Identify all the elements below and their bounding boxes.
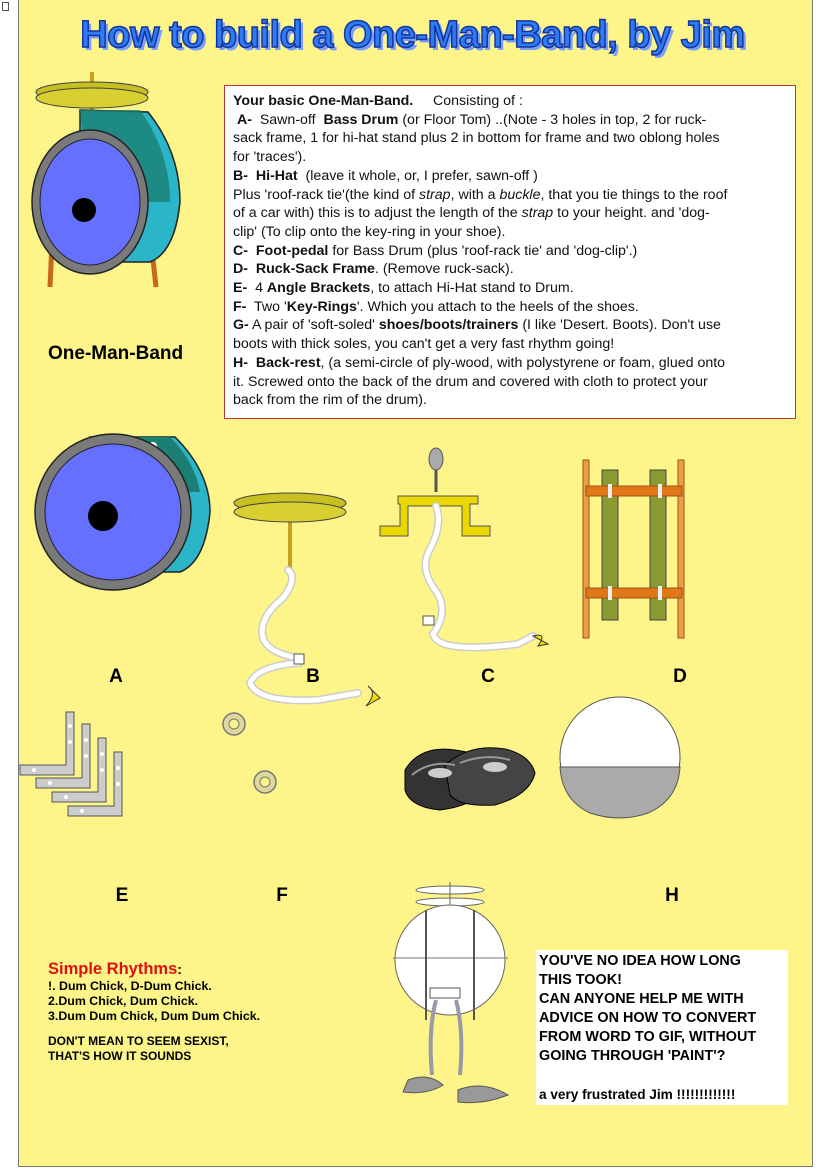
item-b-bold: Hi-Hat <box>255 167 298 184</box>
item-d-letter: D- <box>233 261 248 278</box>
item-f-letter: F- <box>233 298 247 315</box>
shoes-illustration <box>404 747 536 811</box>
rhythm-line-1: !. Dum Chick, D-Dum Chick. <box>48 979 212 993</box>
item-a-line1: (or Floor Tom) ..(Note - 3 holes in top,… <box>402 111 707 128</box>
sexist-note-1: DON'T MEAN TO SEEM SEXIST, <box>48 1034 229 1048</box>
rucksack-frame-illustration <box>582 459 685 639</box>
item-h-line3: back from the rim of the drum). <box>233 392 427 409</box>
description-box: Your basic One-Man-Band. Consisting of :… <box>224 85 796 419</box>
note-line-3: CAN ANYONE HELP ME WITH <box>539 991 744 1007</box>
note-line-1: YOU'VE NO IDEA HOW LONG <box>539 953 741 969</box>
item-f-bold: Key-Rings <box>286 298 357 315</box>
rhythm-line-3: 3.Dum Dum Chick, Dum Dum Chick. <box>48 1009 261 1023</box>
help-note: YOU'VE NO IDEA HOW LONG THIS TOOK! CAN A… <box>536 950 788 1105</box>
item-h-line2: it. Screwed onto the back of the drum an… <box>233 373 708 390</box>
item-e-pre: 4 <box>255 280 263 297</box>
item-b-line2-i1: strap <box>419 186 451 203</box>
item-b-line2-b: , with a <box>450 186 496 203</box>
item-g-bold: shoes/boots/trainers <box>378 317 519 334</box>
note-line-5: FROM WORD TO GIF, WITHOUT <box>539 1029 757 1045</box>
item-h-bold: Back-rest <box>255 354 321 371</box>
page-title: How to build a One-Man-Band, by Jim <box>80 13 746 57</box>
angle-brackets-illustration <box>19 711 123 817</box>
item-b-line4: clip' (To clip onto the key-ring in your… <box>233 223 506 240</box>
item-a-letter: A- <box>236 111 252 128</box>
sexist-note-2: THAT'S HOW IT SOUNDS <box>48 1049 192 1063</box>
item-h-letter: H- <box>233 354 248 371</box>
item-d-bold: Ruck-Sack Frame <box>255 261 375 278</box>
item-h-rest: , (a semi-circle of ply-wood, with polys… <box>320 354 726 371</box>
note-line-6: GOING THROUGH 'PAINT'? <box>539 1048 726 1064</box>
item-b-line3-b: to your height. and 'dog- <box>557 205 710 222</box>
item-b-line3-i: strap <box>521 205 554 222</box>
intro-heading: Your basic One-Man-Band. <box>233 93 414 109</box>
item-e-letter: E- <box>233 280 248 297</box>
item-g-line2: boots with thick soles, you can't get a … <box>233 336 615 353</box>
foot-pedal-illustration <box>379 447 550 652</box>
assembled-band-illustration <box>393 882 510 1104</box>
item-f-pre: Two ' <box>254 298 287 315</box>
item-b-line2-i2: buckle <box>499 186 541 203</box>
hi-hat-illustration <box>233 492 381 707</box>
one-man-band-illustration <box>31 72 181 288</box>
note-signature: a very frustrated Jim !!!!!!!!!!!!! <box>539 1087 736 1102</box>
item-g-letter: G- <box>233 317 249 334</box>
item-d-rest: . (Remove ruck-sack). <box>374 261 514 278</box>
item-g-pre: A pair of 'soft-soled' <box>251 317 375 334</box>
back-rest-illustration <box>559 696 681 819</box>
item-b-rest: (leave it whole, or, I prefer, sawn-off … <box>305 167 538 184</box>
label-d: D <box>673 666 687 687</box>
main-caption: One-Man-Band <box>48 343 184 364</box>
item-e-bold: Angle Brackets <box>266 280 371 297</box>
label-e: E <box>115 885 129 906</box>
item-a-bold: Bass Drum <box>323 111 399 128</box>
item-a-pre: Sawn-off <box>259 111 316 128</box>
item-b-line2-a: Plus 'roof-rack tie'(the kind of <box>233 186 416 203</box>
item-a-line3: for 'traces'). <box>233 149 307 166</box>
label-f: F <box>276 885 288 906</box>
label-c: C <box>481 666 495 687</box>
key-rings-illustration <box>222 712 277 794</box>
label-b: B <box>306 666 320 687</box>
item-g-rest: (I like 'Desert. Boots). Don't use <box>522 317 721 334</box>
item-b-line2-c: , that you tie things to the roof <box>540 186 728 203</box>
corner-marker <box>2 2 9 11</box>
note-line-4: ADVICE ON HOW TO CONVERT <box>539 1010 757 1026</box>
item-b-letter: B- <box>233 167 248 184</box>
label-a: A <box>109 666 123 687</box>
intro-consisting: Consisting of : <box>432 93 523 109</box>
rhythms-title-suffix: : <box>177 961 182 977</box>
rhythm-line-2: 2.Dum Chick, Dum Chick. <box>48 994 199 1008</box>
item-f-rest: '. Which you attach to the heels of the … <box>356 298 639 315</box>
item-e-rest: , to attach Hi-Hat stand to Drum. <box>370 280 574 297</box>
item-c-bold: Foot-pedal <box>255 242 329 259</box>
item-b-line3-a: of a car with) this is to adjust the len… <box>233 205 518 222</box>
note-line-2: THIS TOOK! <box>539 972 622 988</box>
rhythms-title: Simple Rhythms <box>48 960 178 978</box>
item-c-rest: for Bass Drum (plus 'roof-rack tie' and … <box>332 242 638 259</box>
item-a-line2: sack frame, 1 for hi-hat stand plus 2 in… <box>233 130 720 147</box>
rhythms-section: Simple Rhythms: !. Dum Chick, D-Dum Chic… <box>48 960 260 1064</box>
label-h: H <box>665 885 679 906</box>
drum-illustration <box>34 433 211 591</box>
item-c-letter: C- <box>233 242 248 259</box>
